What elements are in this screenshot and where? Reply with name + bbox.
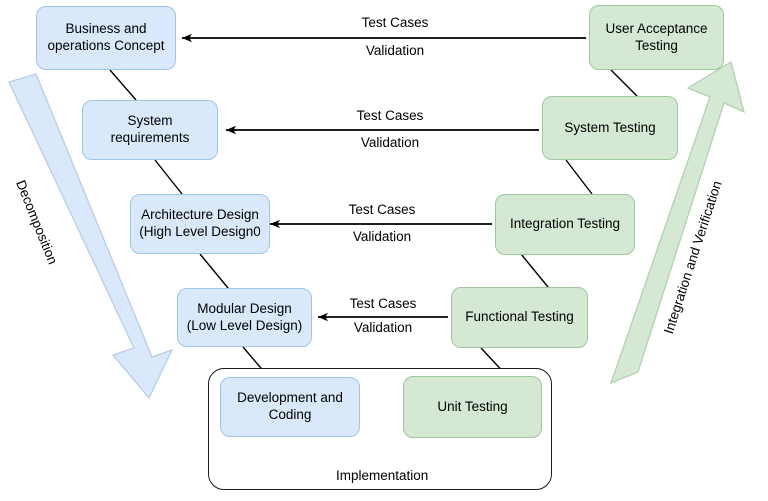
- node-label: Unit Testing: [437, 398, 508, 414]
- edge-arch-to-modular: [199, 253, 229, 289]
- node-label: System requirements: [110, 113, 190, 145]
- node-user-acceptance-testing[interactable]: User Acceptance Testing: [589, 5, 724, 70]
- edge-systest-to-uat: [610, 69, 638, 97]
- node-label: User Acceptance Testing: [605, 20, 708, 53]
- implementation-label: Implementation: [336, 468, 429, 483]
- node-unit-testing[interactable]: Unit Testing: [403, 376, 542, 438]
- edge-business-to-sysreq: [109, 69, 137, 101]
- node-label: Business and operations Concept: [47, 21, 165, 53]
- node-label: Architecture Design (High Level Design0: [139, 207, 261, 239]
- link-4-bottom-label: Validation: [353, 320, 413, 335]
- node-label: Integration Testing: [509, 216, 621, 232]
- link-3-bottom-label: Validation: [352, 229, 412, 244]
- node-label: Modular Design (Low Level Design): [186, 300, 303, 333]
- link-2-top-label: Test Cases: [356, 108, 424, 123]
- link-1-top-label: Test Cases: [361, 15, 429, 30]
- node-development-and-coding[interactable]: Development and Coding: [220, 377, 360, 437]
- link-4-top-label: Test Cases: [349, 296, 417, 311]
- node-functional-testing[interactable]: Functional Testing: [451, 287, 588, 348]
- edge-integration-to-systest: [565, 159, 593, 195]
- integration-verification-arrow-icon: [609, 60, 745, 385]
- edge-functional-to-integration: [520, 253, 549, 288]
- node-integration-testing[interactable]: Integration Testing: [495, 194, 635, 255]
- link-2-bottom-label: Validation: [360, 135, 420, 150]
- node-label: Development and Coding: [237, 390, 343, 422]
- decomposition-arrow-icon: [8, 73, 174, 400]
- node-modular-design[interactable]: Modular Design (Low Level Design): [177, 288, 312, 347]
- link-3-top-label: Test Cases: [348, 202, 416, 217]
- link-1-bottom-label: Validation: [365, 43, 425, 58]
- node-label: System Testing: [564, 119, 656, 135]
- node-label: Functional Testing: [465, 309, 574, 325]
- edge-sysreq-to-arch: [154, 159, 183, 195]
- node-system-testing[interactable]: System Testing: [542, 96, 678, 160]
- node-architecture-design[interactable]: Architecture Design (High Level Design0: [130, 194, 270, 254]
- node-system-requirements[interactable]: System requirements: [82, 100, 218, 160]
- node-business-concept[interactable]: Business and operations Concept: [36, 6, 176, 70]
